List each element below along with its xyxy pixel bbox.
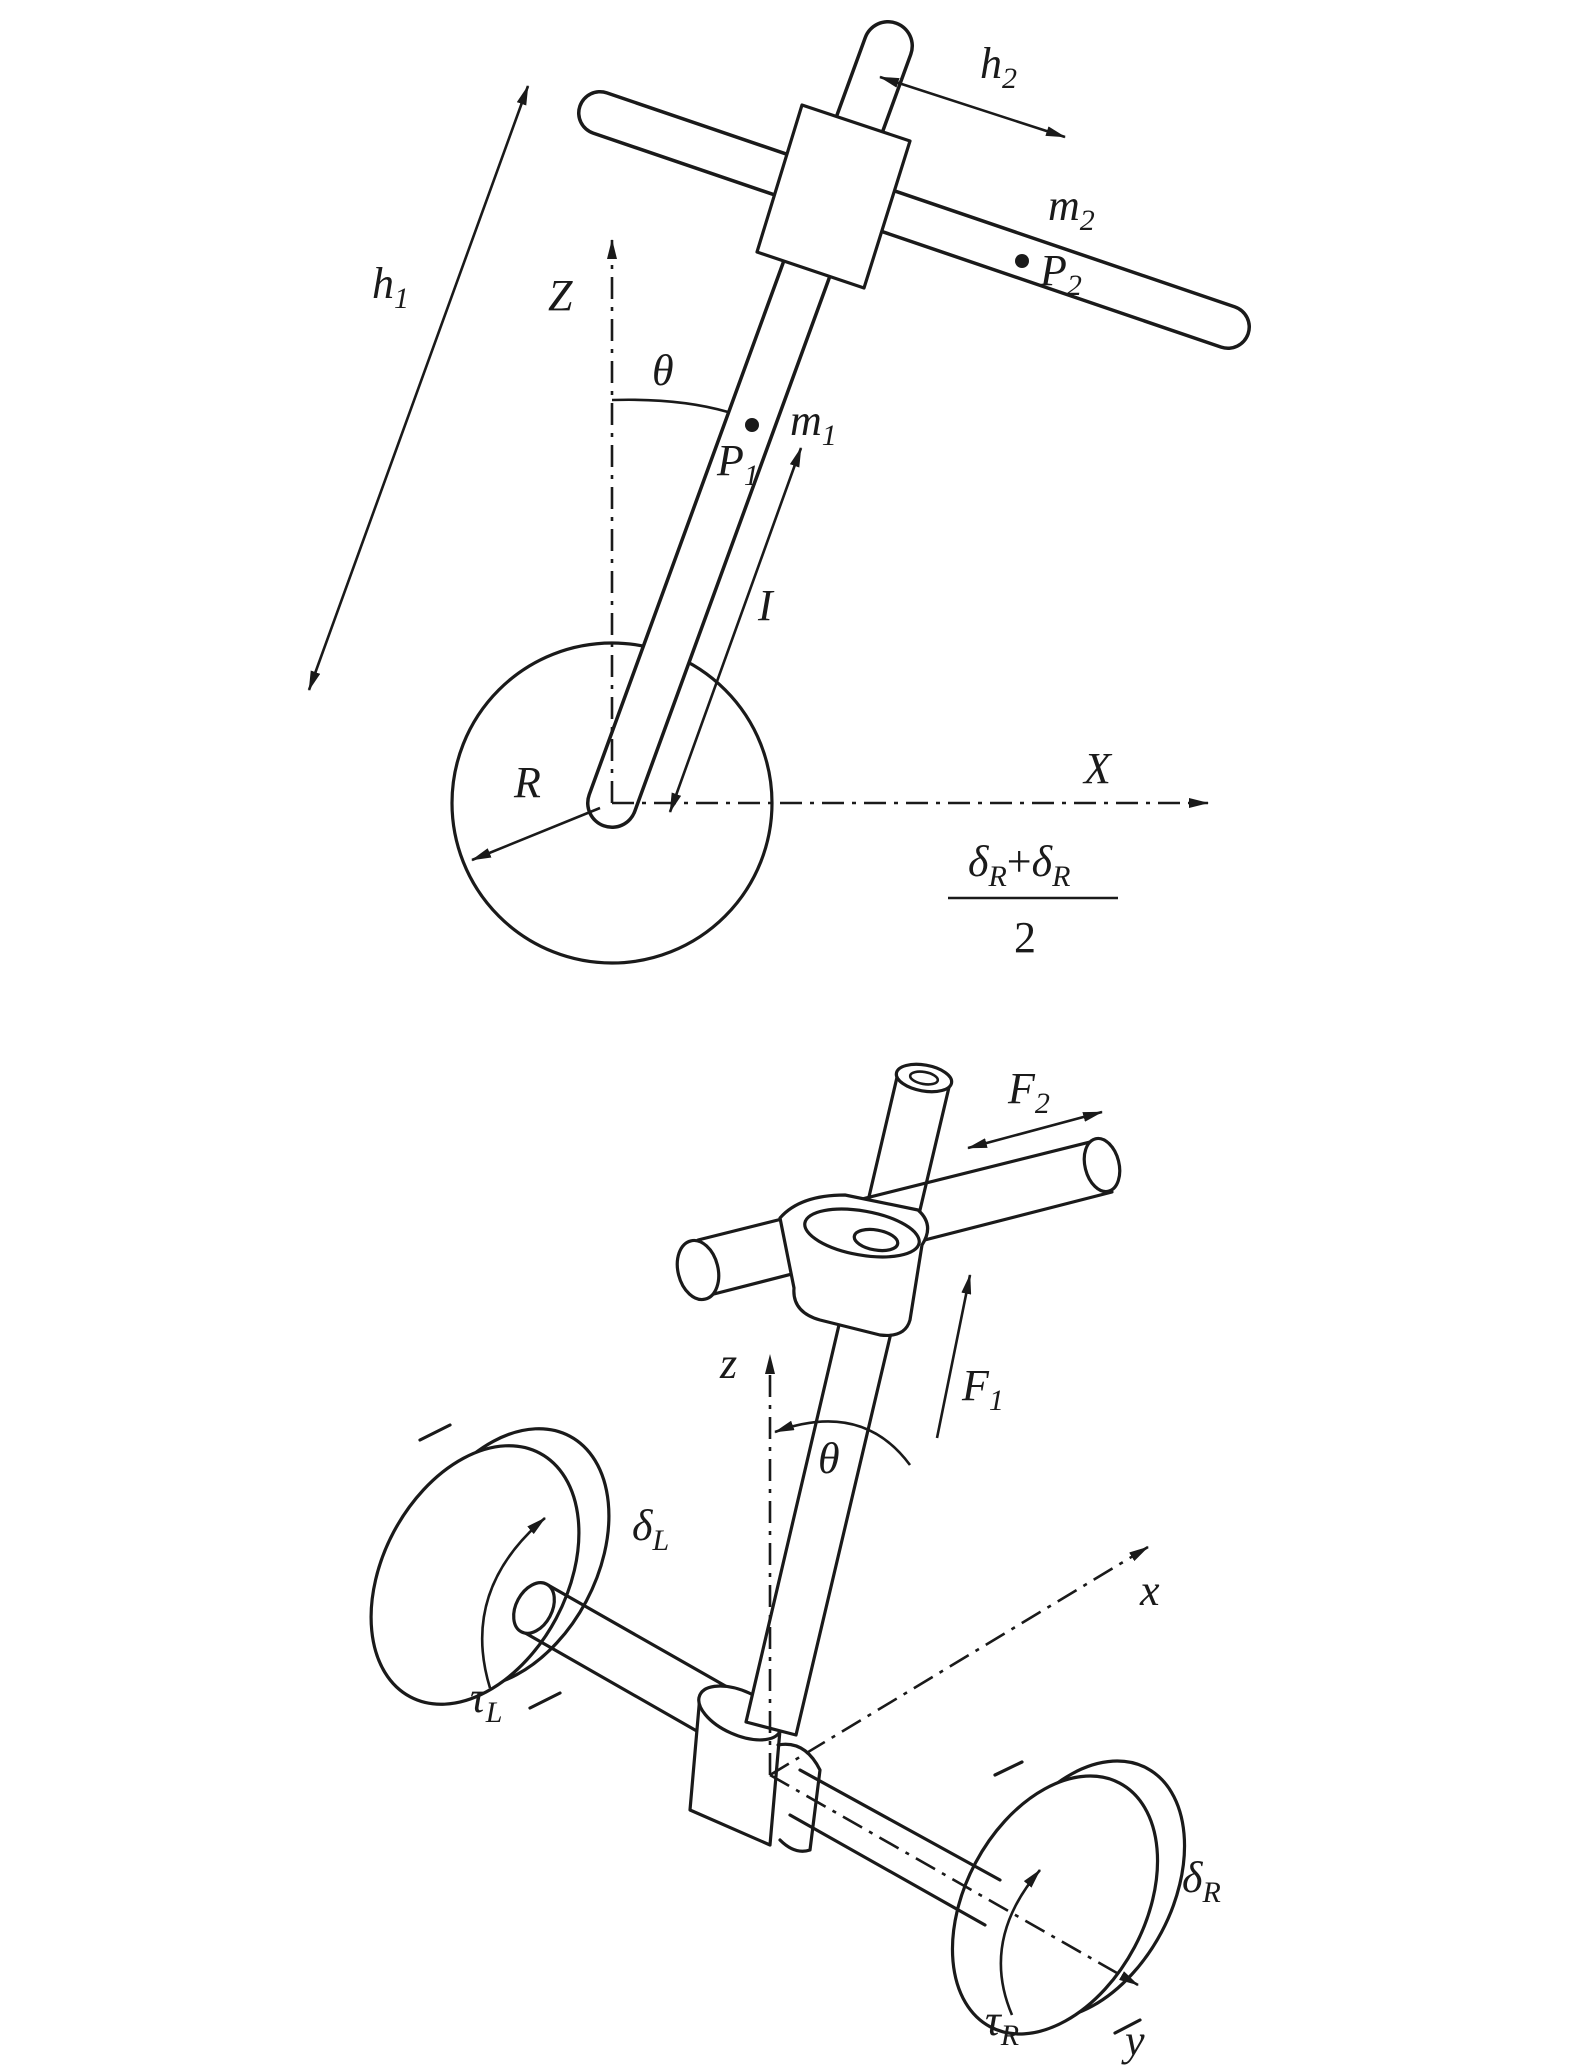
label-theta-top: θ (652, 346, 674, 395)
fraction-denominator: 2 (1014, 913, 1036, 962)
f1-arrow (935, 1274, 972, 1439)
top-diagram: h1 h2 m2 P2 Z θ m1 P1 I R X δR+δR 2 (307, 20, 1251, 965)
slider-block (755, 103, 912, 290)
label-p2: P2 (1039, 246, 1082, 302)
pendulum-cylinder (744, 1062, 954, 1737)
label-radius: R (513, 758, 541, 807)
left-wheel (369, 1423, 611, 1710)
fraction-numerator: δR+δR (968, 837, 1070, 893)
label-m2: m2 (1048, 181, 1095, 237)
label-z: Z (548, 271, 573, 320)
point-p1 (745, 418, 759, 432)
label-delta-l: δL (632, 1501, 669, 1557)
theta-arc (611, 398, 729, 414)
length-arrow (668, 447, 803, 813)
left-axle (512, 1581, 752, 1752)
label-z-3d: z (719, 1339, 737, 1388)
label-y-3d: y (1121, 2016, 1145, 2065)
right-wheel (950, 1759, 1187, 2036)
label-tau-r: τR (985, 1996, 1019, 2052)
label-h2: h2 (980, 39, 1017, 95)
label-m1: m1 (790, 396, 837, 452)
label-delta-r: δR (1182, 1853, 1221, 1909)
y-axis-3d (769, 1773, 1139, 1987)
bottom-diagram: F2 F1 z θ δL τL x δR τR y (369, 1062, 1221, 2065)
theta-arc-3d (774, 1420, 912, 1466)
h2-arrow (879, 75, 1066, 139)
f2-arrow (967, 1110, 1103, 1150)
label-f1: F1 (961, 1361, 1004, 1417)
label-x-3d: x (1139, 1566, 1160, 1615)
label-theta-3d: θ (818, 1434, 840, 1483)
tau-r-arc (999, 1869, 1041, 2016)
right-axle (788, 1768, 1002, 1927)
label-f2: F2 (1007, 1064, 1050, 1120)
label-x-top: X (1082, 744, 1113, 793)
radius-arrow (471, 806, 601, 862)
label-tau-l: τL (470, 1673, 502, 1729)
label-h1: h1 (372, 259, 409, 315)
tau-l-arc (480, 1517, 546, 1689)
label-p1: P1 (716, 436, 759, 492)
slider-clamp (778, 1193, 930, 1338)
label-length: I (757, 581, 775, 630)
h1-arrow (307, 85, 530, 691)
x-axis-3d (769, 1545, 1149, 1777)
point-p2 (1015, 254, 1029, 268)
